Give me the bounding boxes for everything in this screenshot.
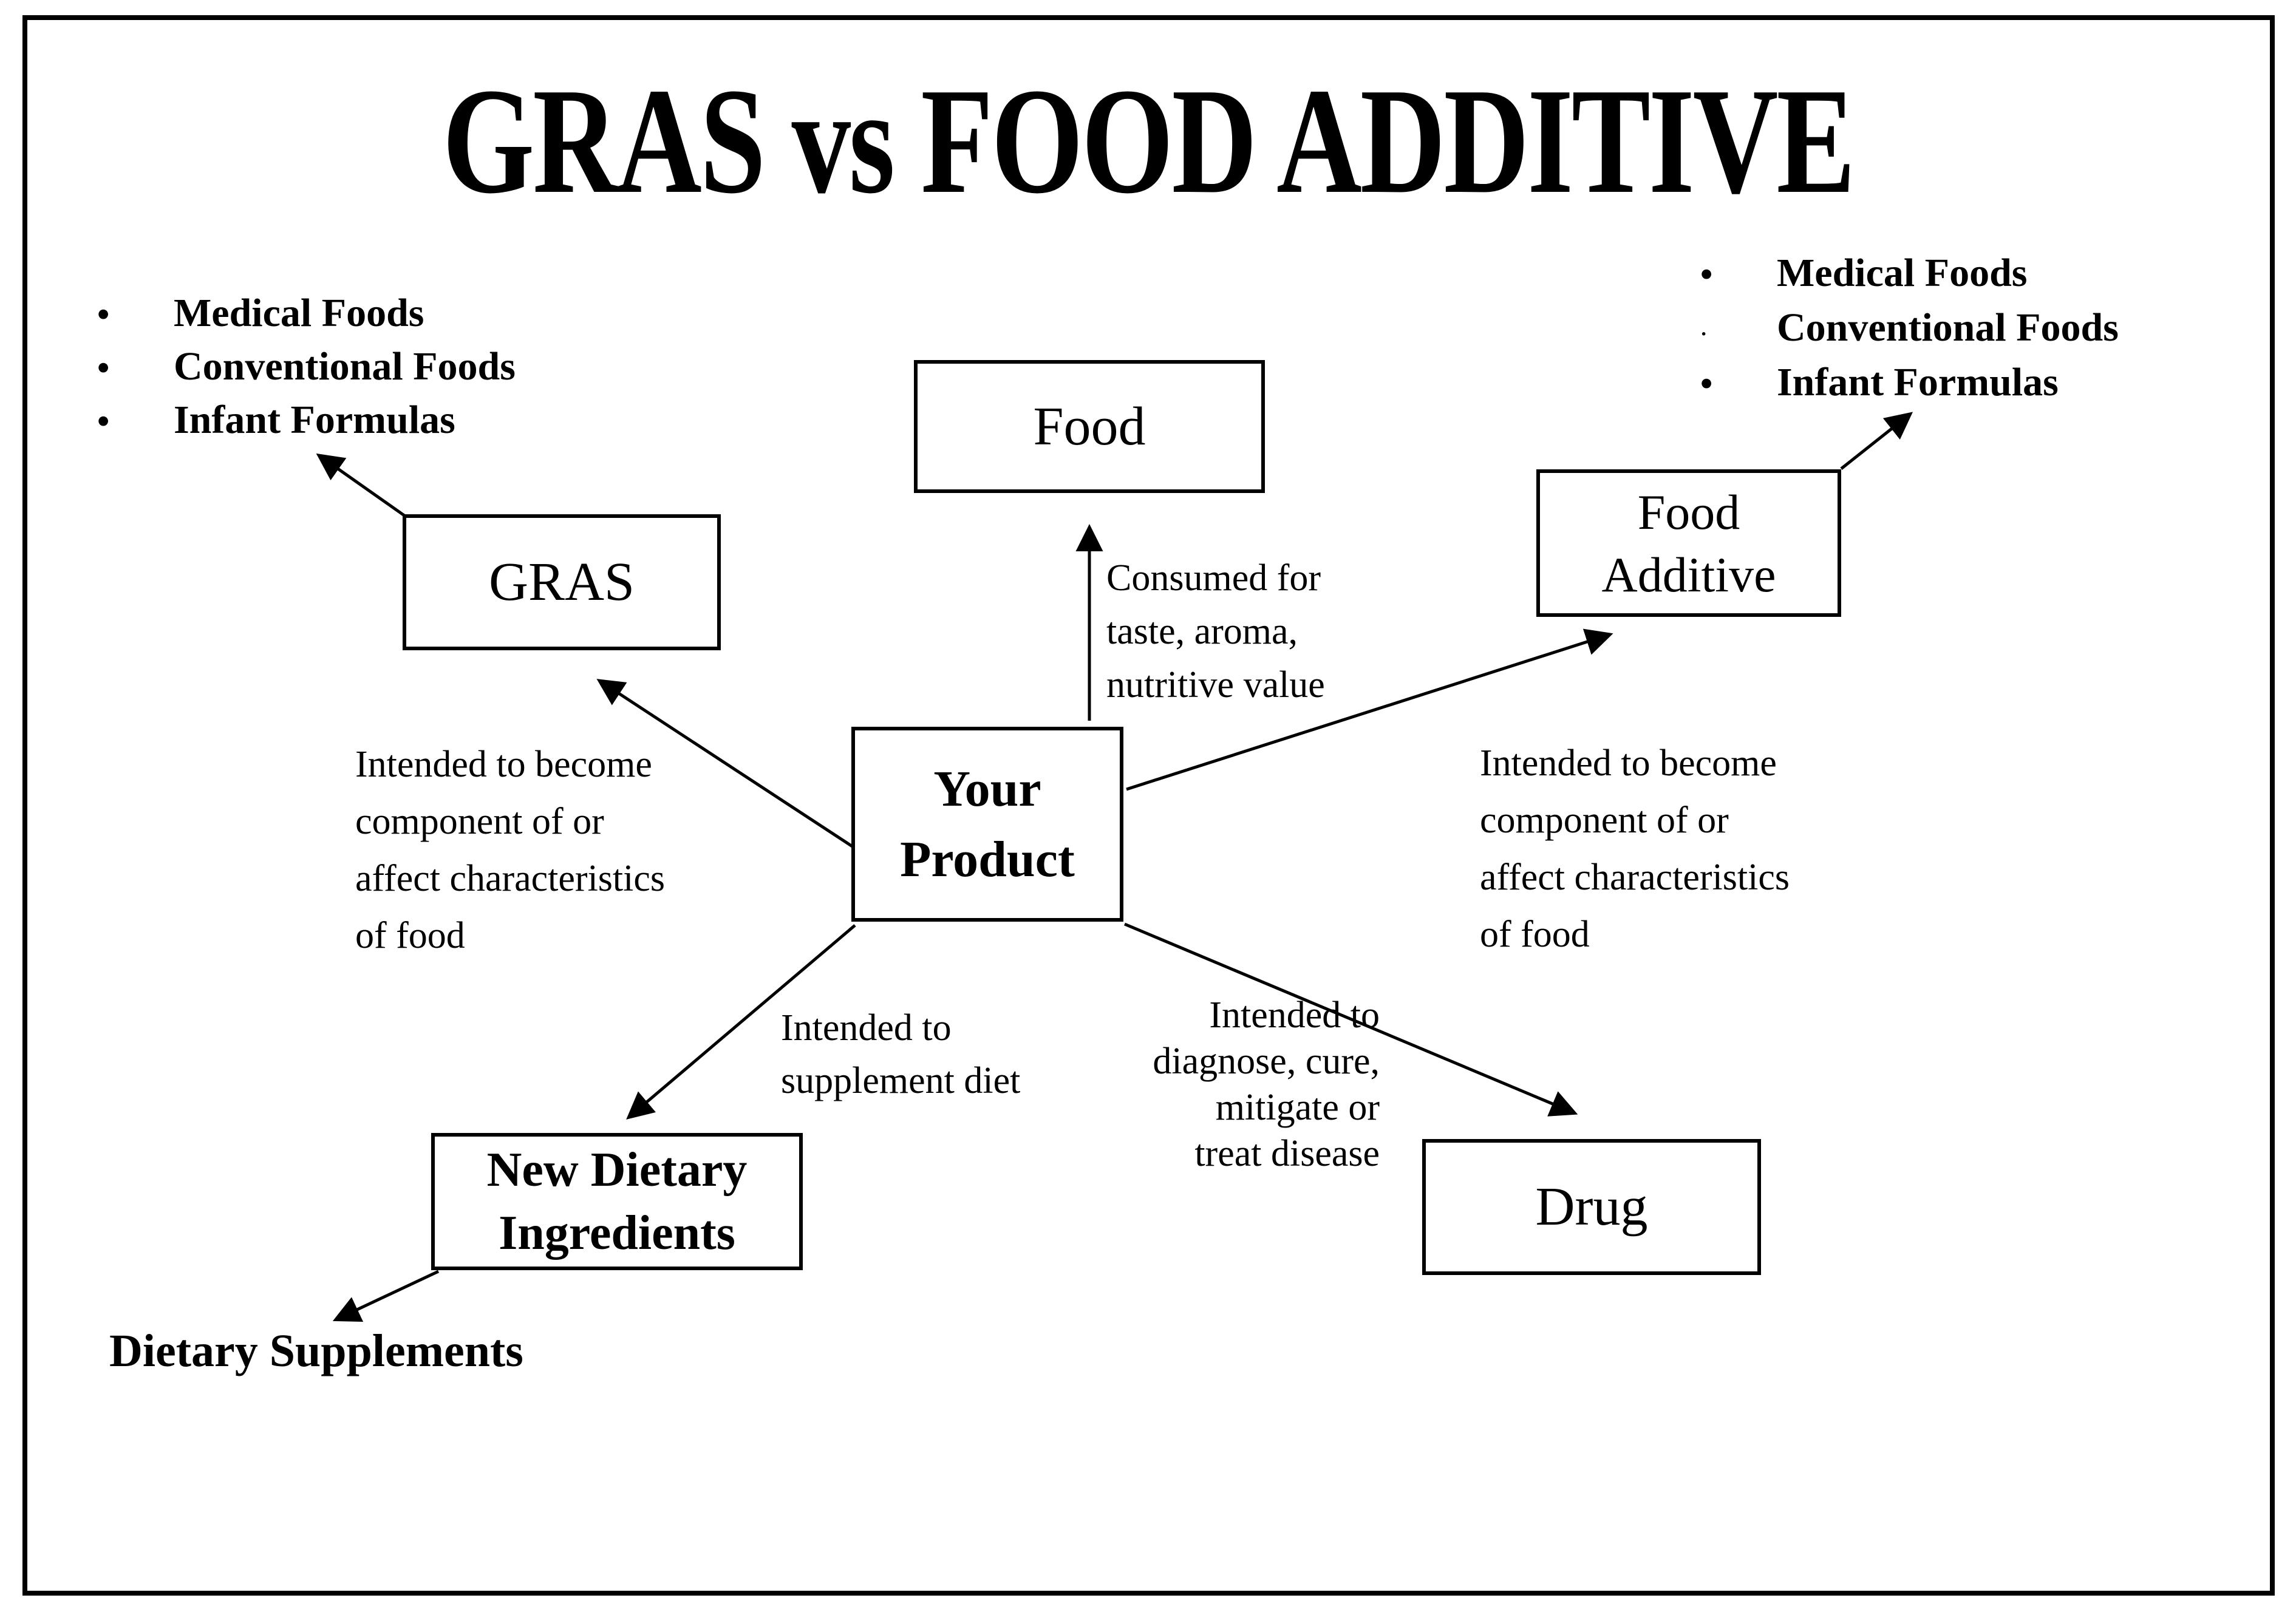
bullet-icon: •: [1700, 254, 1713, 294]
list-item-label: Medical Foods: [1777, 251, 2028, 295]
arrow-product-to-gras: [596, 679, 854, 849]
food-additive-intended-label: Intended to become component of or affec…: [1480, 743, 1790, 955]
bullet-icon: •: [1700, 364, 1713, 403]
list-item-label: Conventional Foods: [174, 344, 516, 389]
list-item-label: Medical Foods: [174, 291, 424, 335]
food-box: Food: [914, 360, 1265, 493]
list-item: • Conventional Foods: [97, 344, 516, 397]
bullet-icon: •: [97, 294, 110, 334]
arrow-product-to-food-additive: [1126, 628, 1613, 791]
arrow-new-dietary-to-supplements: [332, 1270, 440, 1322]
gras-box: GRAS: [403, 514, 721, 650]
page-title: GRAS vs FOOD ADDITIVE: [442, 57, 1856, 225]
supplement-diet-label: Intended to supplement diet: [781, 1007, 1021, 1101]
your-product-box: Your Product: [851, 727, 1123, 922]
gras-intended-label: Intended to become component of or affec…: [355, 744, 666, 956]
bullet-icon: •: [97, 401, 110, 441]
list-item: • Medical Foods: [97, 290, 516, 344]
left-bullet-list: • Medical Foods • Conventional Foods • I…: [97, 290, 516, 451]
bullet-icon: •: [97, 348, 110, 387]
new-dietary-ingredients-box: New Dietary Ingredients: [431, 1133, 803, 1270]
list-item-label: Infant Formulas: [174, 398, 455, 442]
page-border: [22, 15, 2275, 1596]
list-item: • Infant Formulas: [1700, 359, 2119, 414]
arrow-food-additive-to-right-list: [1840, 412, 1913, 470]
diagnose-cure-label: Intended to diagnose, cure, mitigate or …: [1153, 995, 1380, 1174]
list-item: • Infant Formulas: [97, 397, 516, 451]
consumed-for-label: Consumed for taste, aroma, nutritive val…: [1106, 557, 1325, 706]
arrow-product-to-drug: [1124, 922, 1578, 1117]
dietary-supplements-caption: Dietary Supplements: [109, 1325, 523, 1376]
list-item: · Conventional Foods: [1700, 305, 2119, 359]
list-item-label: Infant Formulas: [1777, 360, 2059, 404]
arrow-gras-to-left-list: [316, 453, 408, 519]
bullet-icon: ·: [1700, 323, 1708, 345]
food-additive-box: Food Additive: [1536, 469, 1841, 617]
list-item-label: Conventional Foods: [1777, 305, 2119, 350]
arrow-product-to-new-dietary: [626, 924, 856, 1120]
right-bullet-list: • Medical Foods · Conventional Foods • I…: [1700, 250, 2119, 414]
list-item: • Medical Foods: [1700, 250, 2119, 305]
drug-box: Drug: [1422, 1139, 1761, 1275]
